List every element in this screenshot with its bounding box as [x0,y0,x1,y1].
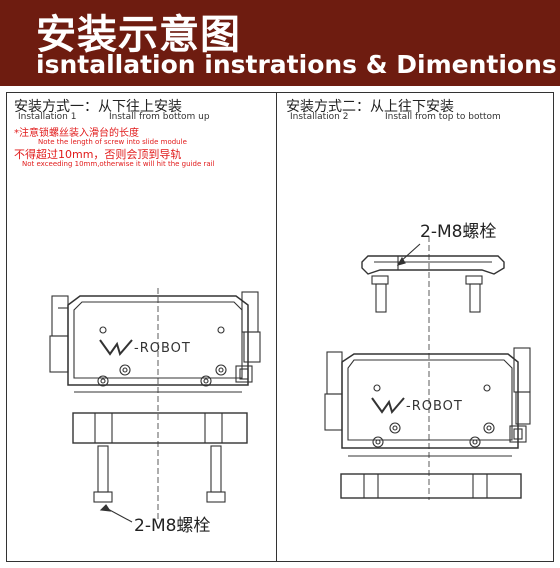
left-bolts [93,445,226,503]
screw-length-note: *注意锁螺丝装入滑台的长度 [14,128,139,139]
right-bolts [371,275,483,313]
left-heading-en-b: Install from bottom up [109,112,210,122]
left-bolt-callout: 2-M8螺栓 [134,516,211,536]
header-banner: 安装示意图 isntallation instrations & Dimenti… [0,0,560,86]
right-heading: 安装方式二：从上往下安装 [286,99,454,115]
title-english: isntallation instrations & Dimentions [36,50,557,79]
left-leader-line [99,504,133,523]
left-slide-module [49,291,261,393]
screw-length-note-en: Note the length of screw into slide modu… [38,138,187,146]
left-heading: 安装方式一：从下往上安装 [14,99,182,115]
left-logo-text: -ROBOT [134,341,191,356]
depth-warning: 不得超过10mm，否则会顶到导轨 [14,148,182,161]
right-robot-logo-icon [371,397,405,415]
panel-divider [276,92,277,562]
right-leader-line [396,243,421,266]
right-base-plate [340,473,522,499]
right-slide-module [324,347,531,457]
title-chinese: 安装示意图 [36,12,241,58]
left-robot-logo-icon [99,339,133,357]
right-clamp-plate [361,255,505,275]
depth-warning-en: Not exceeding 10mm,otherwise it will hit… [22,160,215,168]
left-heading-en-a: Installation 1 [18,112,77,122]
left-mounting-plate [72,412,248,444]
right-heading-en-a: Installation 2 [290,112,349,122]
diagram-frame [6,92,554,562]
right-bolt-callout: 2-M8螺栓 [420,222,497,242]
right-heading-en-b: Install from top to bottom [385,112,501,122]
right-logo-text: -ROBOT [406,399,463,414]
